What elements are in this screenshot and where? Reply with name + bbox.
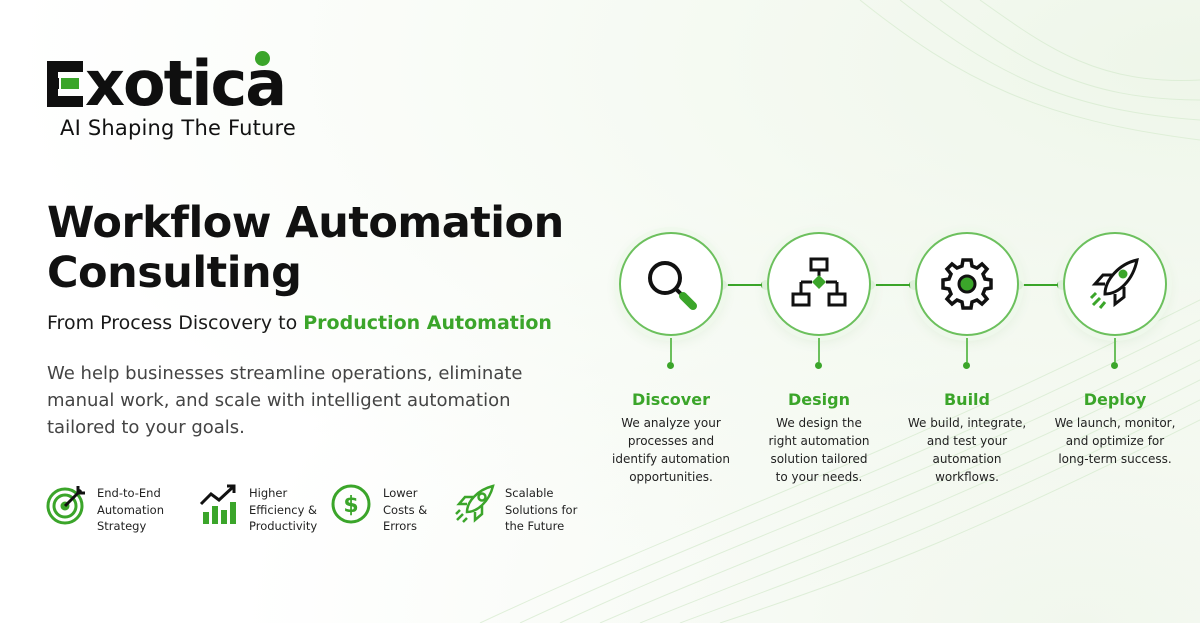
brand-tagline: AI Shaping The Future bbox=[60, 116, 297, 140]
step-stem-dot bbox=[815, 362, 822, 369]
step-build-circle bbox=[915, 232, 1019, 336]
step-stem bbox=[966, 338, 968, 362]
target-icon bbox=[46, 486, 85, 525]
subtitle-accent: Production Automation bbox=[303, 312, 552, 334]
gear-icon bbox=[941, 258, 993, 310]
page-title: Workflow Automation Consulting bbox=[47, 198, 564, 298]
step-discover-circle bbox=[619, 232, 723, 336]
background-wave-lines bbox=[479, 0, 1200, 623]
hero-description: We help businesses streamline operations… bbox=[47, 363, 523, 438]
step-title: Build bbox=[943, 390, 990, 409]
subtitle-prefix: From Process Discovery to bbox=[47, 312, 304, 334]
step-stem-dot bbox=[1111, 362, 1118, 369]
step-title: Deploy bbox=[1083, 390, 1147, 409]
step-stem bbox=[1114, 338, 1116, 362]
step-title: Discover bbox=[632, 390, 710, 409]
step-deploy-circle bbox=[1063, 232, 1167, 336]
step-stem-dot bbox=[667, 362, 674, 369]
connector-line bbox=[721, 284, 763, 286]
step-design-circle bbox=[767, 232, 871, 336]
rocket-icon bbox=[1089, 258, 1139, 309]
brand-logo: xotica AI Shaping The Future bbox=[47, 50, 296, 140]
svg-text:$: $ bbox=[343, 493, 358, 518]
dollar-icon: $ bbox=[331, 484, 371, 524]
connector-line bbox=[1017, 284, 1059, 286]
logo-text: xotica bbox=[85, 47, 287, 120]
logo-i-dot bbox=[255, 51, 270, 66]
connector-dot bbox=[1057, 280, 1067, 290]
rocket-icon bbox=[455, 484, 495, 523]
step-stem bbox=[818, 338, 820, 362]
magnifier-icon bbox=[648, 261, 697, 310]
logo-e-mark bbox=[47, 61, 83, 107]
connector-dot bbox=[909, 280, 919, 290]
connector-line bbox=[869, 284, 911, 286]
flowchart-icon bbox=[791, 257, 847, 307]
connector-dot bbox=[761, 280, 771, 290]
step-stem-dot bbox=[963, 362, 970, 369]
growth-chart-icon bbox=[199, 484, 236, 524]
step-stem bbox=[670, 338, 672, 362]
page-subtitle: From Process Discovery to Production Aut… bbox=[47, 312, 552, 334]
logo-wordmark: xotica bbox=[47, 47, 296, 120]
step-title: Design bbox=[788, 390, 850, 409]
